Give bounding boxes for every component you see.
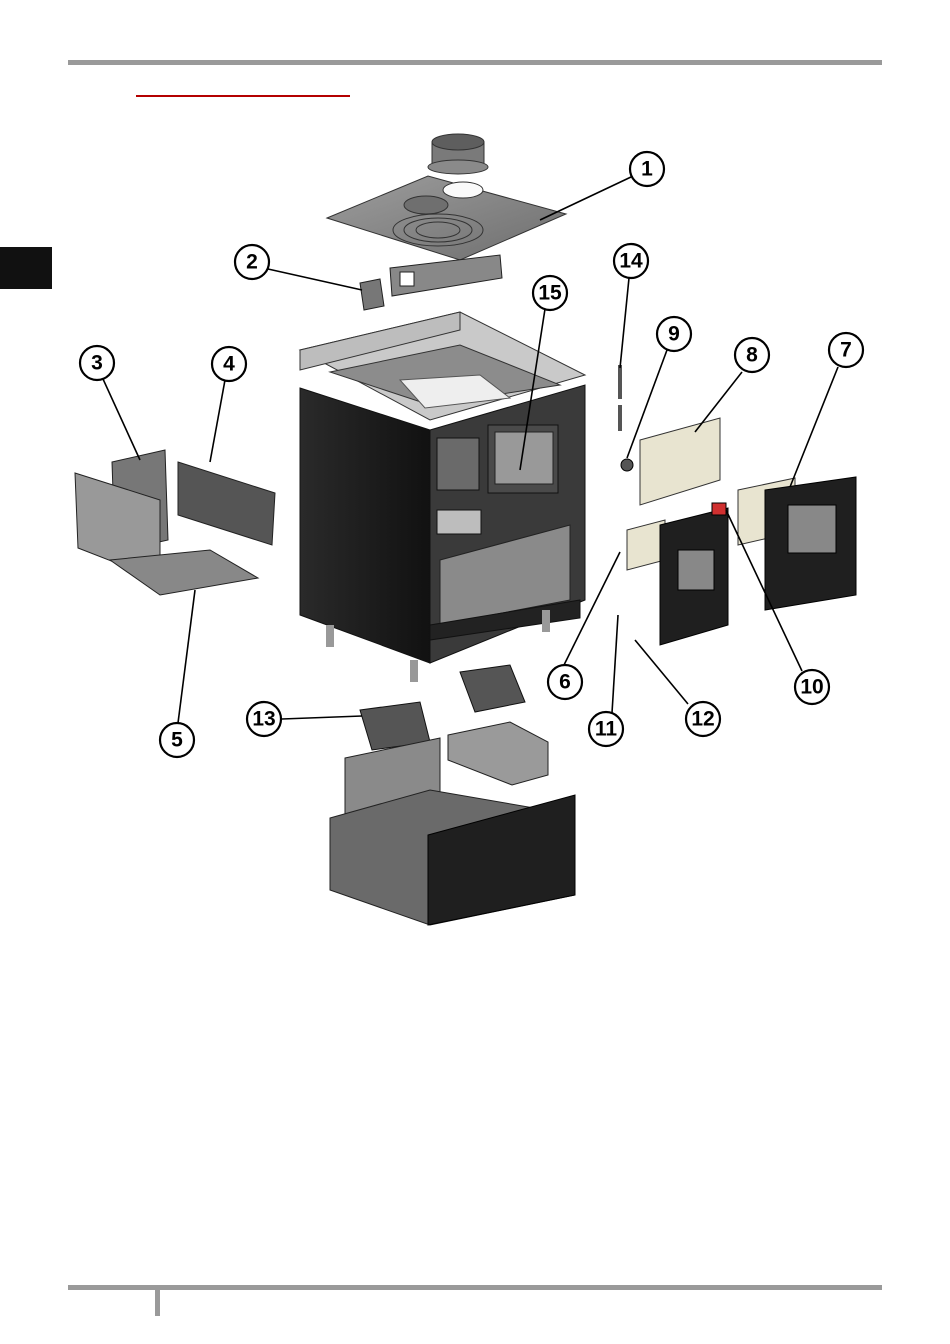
- svg-text:14: 14: [619, 250, 643, 273]
- callout-9: 9: [657, 317, 691, 351]
- flue-deflector: [360, 255, 502, 310]
- callout-1: 1: [630, 152, 664, 186]
- callout-7: 7: [829, 333, 863, 367]
- callout-5: 5: [160, 723, 194, 757]
- callout-8: 8: [735, 338, 769, 372]
- callout-11: 11: [589, 712, 623, 746]
- svg-text:7: 7: [840, 339, 852, 362]
- top-plate: [327, 176, 566, 260]
- callout-2: 2: [235, 245, 269, 279]
- flue-collar: [428, 134, 488, 174]
- svg-text:3: 3: [91, 352, 103, 375]
- svg-text:13: 13: [252, 708, 275, 731]
- svg-text:11: 11: [595, 718, 618, 741]
- callout-4: 4: [212, 347, 246, 381]
- svg-text:2: 2: [246, 251, 258, 274]
- bottom-drawer: [330, 722, 575, 925]
- callout-14: 14: [614, 244, 648, 278]
- rear-panel: [178, 462, 275, 545]
- callout-13: 13: [247, 702, 281, 736]
- svg-text:10: 10: [800, 676, 823, 699]
- svg-text:9: 9: [668, 323, 680, 346]
- svg-text:8: 8: [746, 344, 758, 367]
- callout-12: 12: [686, 702, 720, 736]
- svg-text:12: 12: [691, 708, 714, 731]
- svg-text:5: 5: [171, 729, 183, 752]
- footer-rule: [68, 1285, 882, 1290]
- svg-text:15: 15: [538, 282, 562, 305]
- oven-door-group: [621, 418, 856, 645]
- door-hinge-rods: [618, 365, 622, 431]
- callout-10: 10: [795, 670, 829, 704]
- footer-tick: [155, 1288, 160, 1316]
- svg-text:4: 4: [223, 353, 235, 376]
- callout-6: 6: [548, 665, 582, 699]
- callout-15: 15: [533, 276, 567, 310]
- stove-body: [300, 312, 585, 682]
- svg-text:1: 1: [641, 158, 653, 181]
- svg-text:6: 6: [559, 671, 571, 694]
- callout-3: 3: [80, 346, 114, 380]
